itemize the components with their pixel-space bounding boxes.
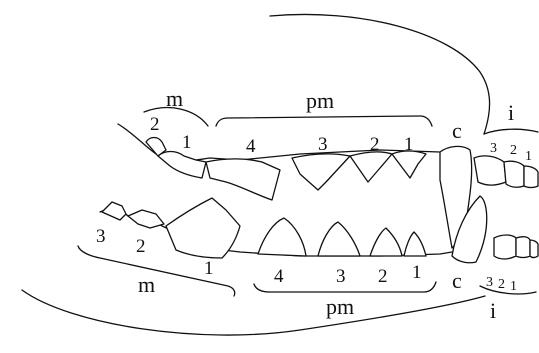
upper-incisor-2-label: 2 <box>510 143 517 158</box>
upper-premolar-3 <box>291 153 351 191</box>
lower-molar-1 <box>165 197 241 259</box>
lower-premolar-4 <box>257 217 307 257</box>
upper-premolar-1 <box>391 150 427 179</box>
upper-premolar-bracket <box>215 115 433 127</box>
upper-premolar-group-label: pm <box>306 88 334 113</box>
upper-premolar-3-label: 3 <box>318 134 328 155</box>
lower-molar-3-label: 3 <box>96 226 106 247</box>
lower-premolar-2-label: 2 <box>378 266 388 287</box>
lower-incisor-2-label: 2 <box>498 277 505 292</box>
upper-premolar-2 <box>349 151 393 183</box>
lower-premolar-1 <box>403 231 427 257</box>
upper-incisor-bracket <box>483 128 539 135</box>
lower-canine <box>451 195 488 264</box>
lower-incisor-3-label: 3 <box>486 275 493 290</box>
lower-incisor-group-label: i <box>490 298 496 323</box>
upper-molar-1-label: 1 <box>182 132 192 153</box>
lower-molar-1-label: 1 <box>204 258 214 279</box>
upper-molar-1 <box>157 150 207 179</box>
lower-head-contour <box>21 289 486 336</box>
upper-premolar-4-label: 4 <box>246 136 256 157</box>
lower-molar-2-label: 2 <box>136 236 146 257</box>
lower-incisor-1-label: 1 <box>510 279 517 294</box>
upper-incisor-2 <box>503 160 525 188</box>
upper-canine-label: c <box>452 118 462 143</box>
lower-molar-bracket <box>77 245 236 297</box>
upper-molar-group-label: m <box>166 86 183 111</box>
lower-incisor-1 <box>529 239 539 259</box>
lower-premolar-3 <box>317 221 361 257</box>
upper-incisor-group-label: i <box>508 100 514 125</box>
lower-premolar-4-label: 4 <box>274 266 284 287</box>
upper-incisor-1-label: 1 <box>525 149 532 164</box>
lower-premolar-3-label: 3 <box>336 266 346 287</box>
lower-molar-3 <box>101 201 127 221</box>
lower-premolar-1-label: 1 <box>412 262 422 283</box>
lower-incisor-3 <box>493 234 517 260</box>
lower-molar-group-label: m <box>138 272 155 297</box>
upper-incisor-3 <box>473 155 507 186</box>
upper-incisor-1 <box>523 165 539 189</box>
lower-incisor-bracket <box>479 285 537 295</box>
lower-premolar-group-label: pm <box>326 294 354 319</box>
upper-molar-bracket <box>143 106 209 127</box>
upper-premolar-2-label: 2 <box>370 134 380 155</box>
lower-incisor-2 <box>515 236 531 259</box>
lower-canine-label: c <box>452 268 462 293</box>
upper-molar-2 <box>145 136 167 157</box>
lower-premolar-bracket <box>253 281 437 293</box>
lower-molar-2 <box>127 209 165 229</box>
upper-molar-2-label: 2 <box>150 114 160 135</box>
lower-premolar-2 <box>369 227 403 257</box>
upper-premolar-4 <box>205 158 281 201</box>
upper-premolar-1-label: 1 <box>404 134 414 155</box>
upper-incisor-3-label: 3 <box>490 141 497 156</box>
upper-head-contour <box>269 13 491 135</box>
